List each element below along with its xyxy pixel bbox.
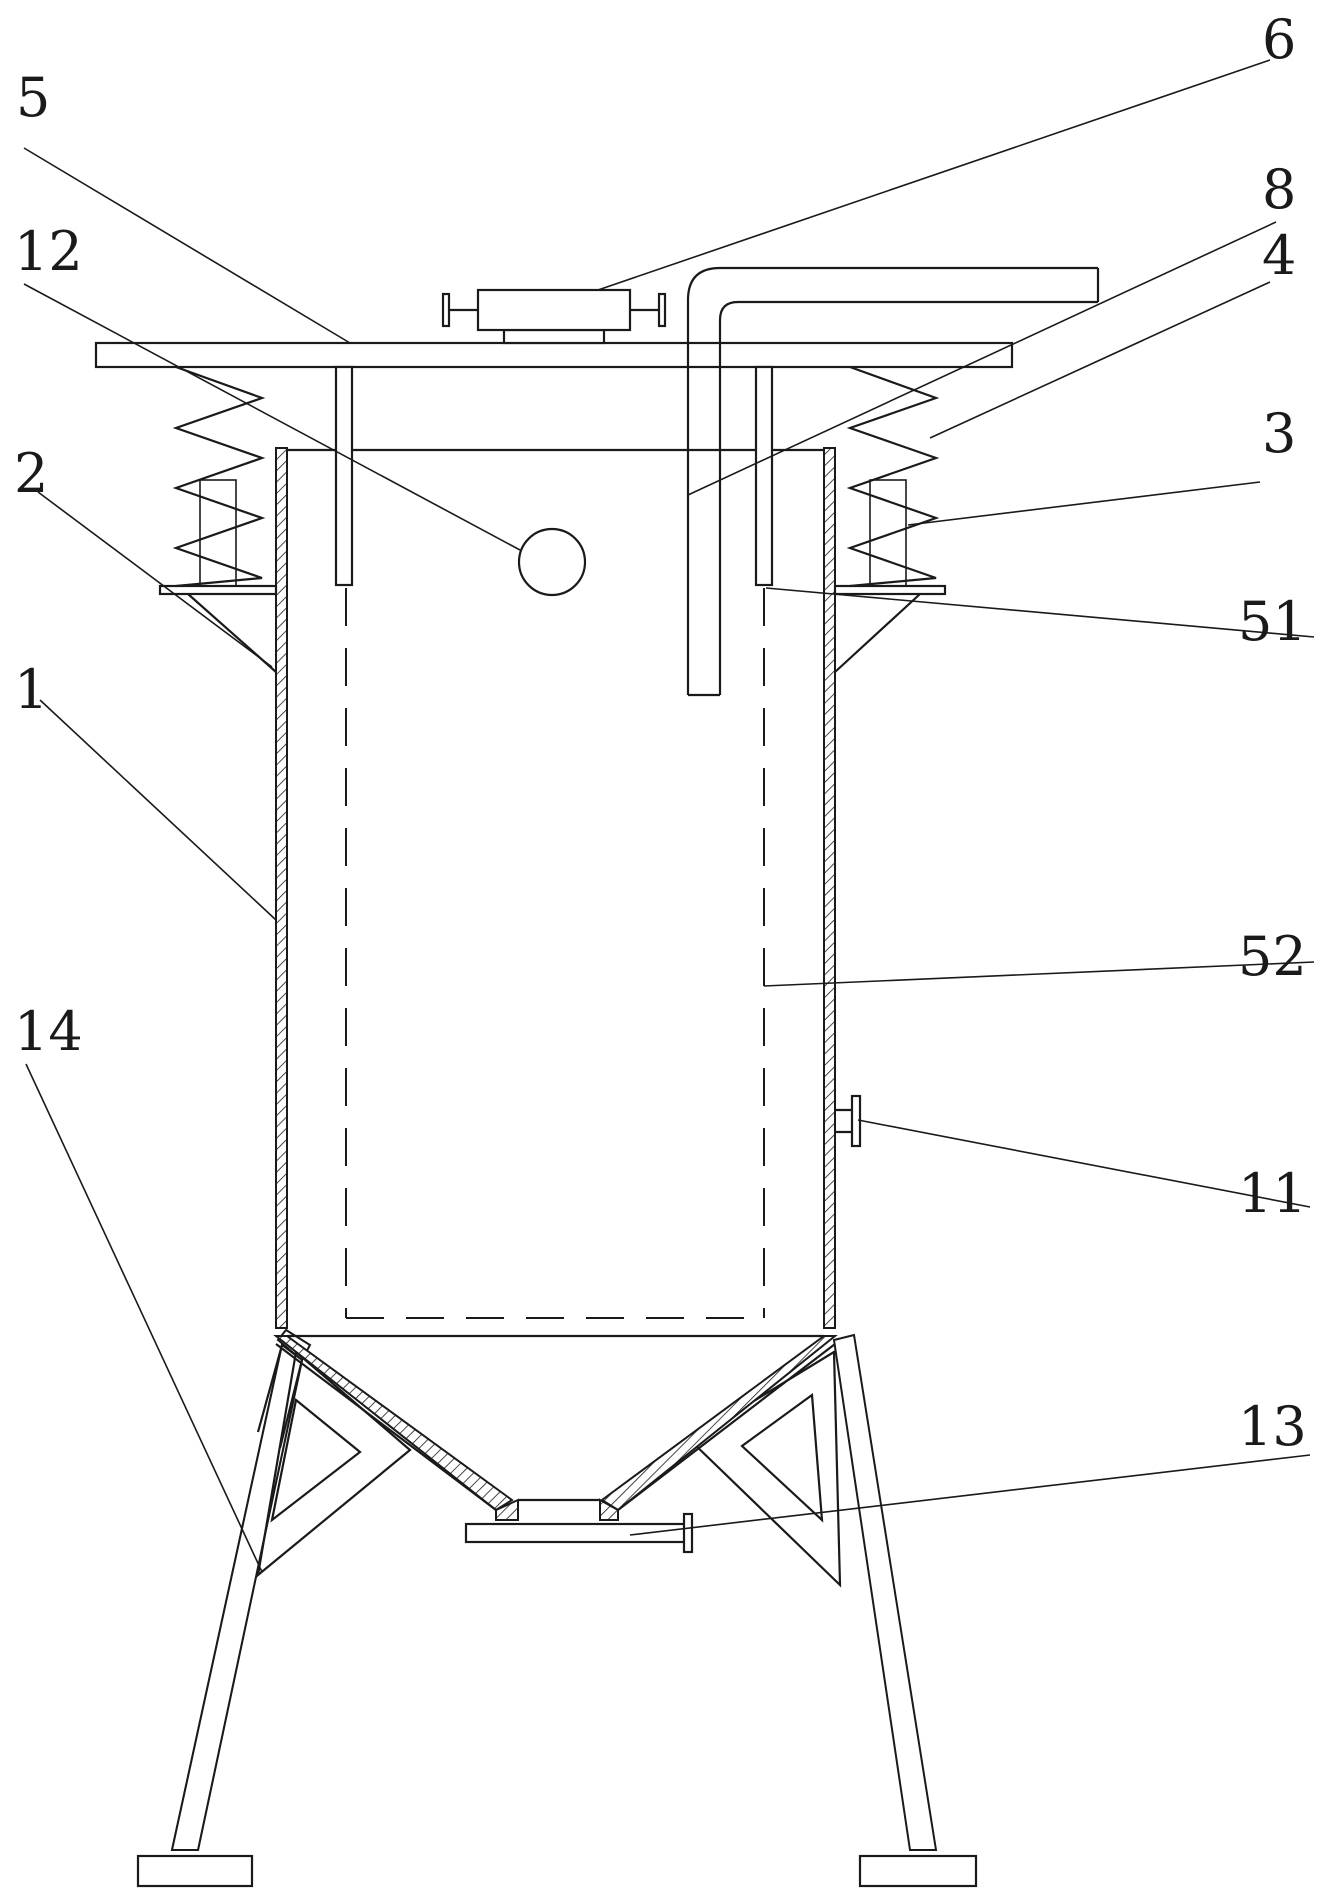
right-gusset-inner (740, 1392, 824, 1523)
drive-base (502, 328, 606, 345)
drive-knob-left (441, 292, 451, 328)
label-11: 11 (1238, 1162, 1307, 1225)
label-52: 52 (1238, 925, 1307, 988)
leader-14 (25, 1063, 263, 1573)
label-8: 8 (1262, 158, 1296, 221)
right-bracket-brace (834, 593, 921, 673)
side-port (835, 1094, 862, 1148)
tank-body (273, 447, 838, 1521)
cone-left-outer (275, 1343, 497, 1511)
label-14: 14 (14, 1000, 83, 1063)
label-4: 4 (1262, 224, 1296, 287)
right-hanger-rod (754, 365, 774, 587)
inlet-pipe-inner (718, 300, 1098, 695)
label-2: 2 (14, 442, 48, 505)
sight-glass (517, 527, 587, 597)
label-3: 3 (1262, 402, 1296, 465)
right-guide-sleeve (869, 479, 907, 587)
label-6: 6 (1262, 8, 1296, 71)
right-spring (846, 365, 940, 588)
reference-labels: 1 2 3 4 5 6 8 11 12 13 14 51 52 (14, 8, 1307, 1458)
support-stand (136, 1328, 978, 1888)
right-leg (832, 1333, 938, 1851)
leader-12 (23, 283, 521, 551)
leader-52 (763, 961, 1315, 987)
side-port-flange (850, 1094, 862, 1148)
leader-13 (629, 1454, 1311, 1536)
inlet-pipe (686, 266, 1100, 697)
left-spring (172, 365, 266, 588)
cone-left-wall (273, 1335, 514, 1512)
cone-right-outer (617, 1343, 836, 1511)
label-5: 5 (16, 66, 50, 129)
left-leg-top-edge-2 (278, 1359, 304, 1449)
inlet-pipe-outer (686, 266, 1098, 695)
leader-5 (23, 147, 351, 344)
top-drive (441, 288, 667, 345)
guide-sleeves (199, 479, 907, 587)
leader-51 (765, 587, 1315, 638)
leader-3 (907, 481, 1261, 526)
outlet-collar-right (599, 1498, 619, 1521)
right-bracket-plate (833, 584, 947, 596)
lid-plate (94, 341, 1014, 369)
right-foot-plate (858, 1854, 978, 1888)
label-13: 13 (1238, 1395, 1307, 1458)
leader-8 (687, 221, 1277, 496)
label-1: 1 (14, 658, 48, 721)
left-bracket-plate (158, 584, 278, 596)
leader-lines (23, 59, 1315, 1573)
left-gusset-inner (270, 1397, 362, 1523)
left-hanger-rod (334, 365, 354, 587)
leader-2 (37, 491, 273, 668)
leader-6 (597, 59, 1271, 291)
outlet-collar-left (495, 1498, 519, 1521)
leader-4 (929, 281, 1271, 439)
label-51: 51 (1238, 590, 1307, 653)
cone-right-wall (600, 1335, 838, 1512)
springs (172, 365, 940, 588)
right-gusset-outer (688, 1350, 842, 1588)
drive-knob-right (657, 292, 667, 328)
left-foot-plate (136, 1854, 254, 1888)
left-leg-top-edge (256, 1344, 284, 1433)
drive-body (476, 288, 632, 332)
left-wall (275, 447, 288, 1329)
lid-assembly (94, 341, 1014, 587)
outlet-flange (682, 1512, 694, 1554)
bottom-outlet-valve (464, 1512, 694, 1554)
leader-11 (857, 1119, 1311, 1208)
label-12: 12 (14, 220, 83, 283)
leader-1 (39, 699, 277, 921)
left-guide-sleeve (199, 479, 237, 587)
filter-basket (345, 588, 765, 1319)
right-wall (823, 447, 836, 1329)
